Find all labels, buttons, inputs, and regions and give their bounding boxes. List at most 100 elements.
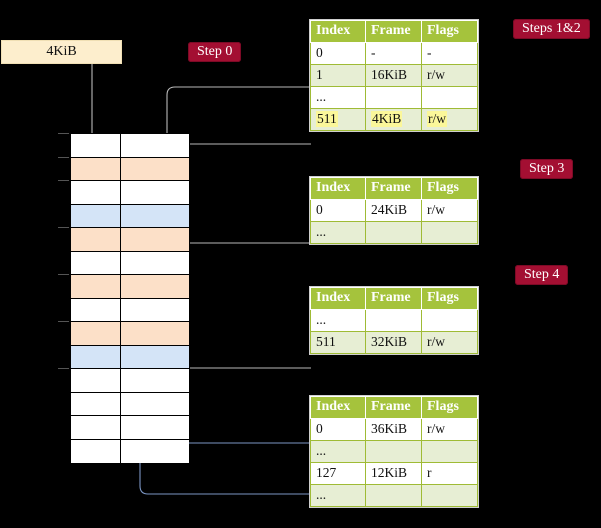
column-header-index: Index bbox=[310, 20, 366, 43]
table-row: 511 4KiB r/w bbox=[310, 108, 478, 131]
table-cell: r bbox=[421, 462, 478, 485]
badge-step-3: Step 3 bbox=[520, 159, 574, 179]
table-cell bbox=[365, 221, 422, 244]
memory-row-divider bbox=[120, 439, 121, 463]
memory-frame-row bbox=[71, 134, 189, 158]
table-cell: - bbox=[421, 42, 478, 65]
memory-frame-row bbox=[71, 416, 189, 440]
table-cell: 127 bbox=[310, 462, 366, 485]
table-cell: 1 bbox=[310, 64, 366, 87]
memory-row-divider bbox=[120, 228, 121, 251]
column-header-flags: Flags bbox=[421, 396, 478, 419]
memory-frame-row bbox=[71, 228, 189, 252]
table-cell: ... bbox=[310, 221, 366, 244]
table-cell: 16KiB bbox=[365, 64, 422, 87]
table-cell: r/w bbox=[421, 199, 478, 222]
table-cell bbox=[421, 309, 478, 332]
table-cell bbox=[421, 86, 478, 109]
memory-row-divider bbox=[120, 322, 121, 345]
memory-frame-row bbox=[71, 298, 189, 322]
memory-frame-row bbox=[71, 322, 189, 346]
column-header-index: Index bbox=[310, 287, 366, 310]
table-cell bbox=[421, 221, 478, 244]
memory-row-divider bbox=[120, 275, 121, 298]
memory-tick bbox=[58, 368, 69, 369]
table-cell: r/w bbox=[421, 331, 478, 354]
table-cell bbox=[365, 484, 422, 507]
table-cell: r/w bbox=[421, 418, 478, 441]
table-cell: 32KiB bbox=[365, 331, 422, 354]
memory-frame-row bbox=[71, 157, 189, 181]
memory-frame-row bbox=[71, 392, 189, 416]
memory-frame-row bbox=[71, 369, 189, 393]
table-cell: 511 bbox=[310, 108, 366, 131]
highlighted-value: 511 bbox=[316, 111, 338, 127]
table-row: ... bbox=[310, 221, 478, 244]
badge-step-4: Step 4 bbox=[515, 265, 569, 285]
memory-row-divider bbox=[120, 416, 121, 439]
memory-tick bbox=[58, 180, 69, 181]
memory-row-divider bbox=[120, 181, 121, 204]
table-cell: 24KiB bbox=[365, 199, 422, 222]
memory-frame-row bbox=[71, 181, 189, 205]
source-page-label: 4KiB bbox=[46, 44, 77, 59]
memory-row-divider bbox=[120, 392, 121, 415]
column-header-frame: Frame bbox=[365, 396, 422, 419]
column-header-flags: Flags bbox=[421, 177, 478, 200]
table-cell bbox=[365, 440, 422, 463]
badge-step-0: Step 0 bbox=[188, 42, 242, 62]
memory-tick bbox=[58, 274, 69, 275]
memory-frame-row bbox=[71, 439, 189, 463]
column-header-flags: Flags bbox=[421, 287, 478, 310]
memory-row-divider bbox=[120, 204, 121, 227]
column-header-frame: Frame bbox=[365, 177, 422, 200]
memory-frame-row bbox=[71, 251, 189, 275]
table-cell: ... bbox=[310, 309, 366, 332]
table-cell bbox=[365, 309, 422, 332]
table-row: ... bbox=[310, 440, 478, 463]
table-cell: 511 bbox=[310, 331, 366, 354]
badge-steps-1-2: Steps 1&2 bbox=[513, 19, 590, 39]
memory-row-divider bbox=[120, 157, 121, 180]
table-cell: 36KiB bbox=[365, 418, 422, 441]
physical-memory-column bbox=[70, 133, 190, 463]
column-header-frame: Frame bbox=[365, 20, 422, 43]
table-cell bbox=[365, 86, 422, 109]
memory-frame-row bbox=[71, 275, 189, 299]
memory-tick bbox=[58, 227, 69, 228]
table-cell: 4KiB bbox=[365, 108, 422, 131]
memory-row-divider bbox=[120, 134, 121, 157]
column-header-index: Index bbox=[310, 396, 366, 419]
table-cell: 0 bbox=[310, 418, 366, 441]
table-row: ... bbox=[310, 309, 478, 332]
memory-row-divider bbox=[120, 251, 121, 274]
memory-frame-row bbox=[71, 345, 189, 369]
table-row: ... bbox=[310, 86, 478, 109]
table-row: ... bbox=[310, 484, 478, 507]
table-row: 0-- bbox=[310, 42, 478, 65]
table-cell: r/w bbox=[421, 64, 478, 87]
memory-row-divider bbox=[120, 345, 121, 368]
memory-row-divider bbox=[120, 369, 121, 392]
highlighted-value: r/w bbox=[427, 111, 447, 127]
table-cell: 12KiB bbox=[365, 462, 422, 485]
table-cell: r/w bbox=[421, 108, 478, 131]
table-cell: ... bbox=[310, 484, 366, 507]
table-cell bbox=[421, 484, 478, 507]
memory-tick bbox=[58, 133, 69, 134]
column-header-index: Index bbox=[310, 177, 366, 200]
table-cell: - bbox=[365, 42, 422, 65]
table-cell: 0 bbox=[310, 199, 366, 222]
table-cell bbox=[421, 440, 478, 463]
memory-frame-row bbox=[71, 204, 189, 228]
